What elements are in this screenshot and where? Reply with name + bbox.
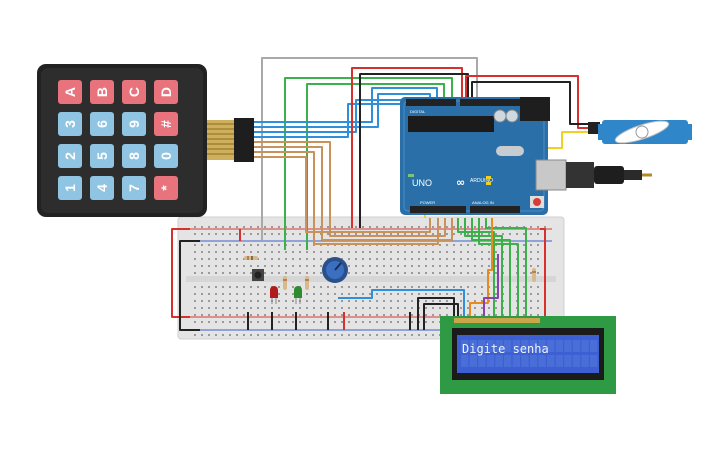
keypad-key[interactable] [90,112,114,136]
keypad-key[interactable] [154,144,178,168]
lcd-pins [454,318,540,323]
keypad: A B C D 3 6 9 #2 5 8 0 1 4 7 * [37,64,254,217]
wire-red-top [351,67,463,228]
keypad-key[interactable] [154,176,178,200]
wire-black-top [359,73,469,228]
keypad-key[interactable] [122,144,146,168]
keypad-key-label: B [94,87,110,97]
arduino-brand: ARDUINO [470,178,493,184]
keypad-key-label: 2 [62,152,78,160]
keypad-key[interactable] [90,80,114,104]
arduino-model: UNO [412,178,432,188]
arduino-header-analog: ANALOG IN [472,200,494,205]
wire-purple-lcd [483,254,499,318]
wire-keypad-1 [254,87,438,123]
keypad-key-label: 6 [94,120,110,128]
arduino-uno: ∞ UNO ARDUINO DIGITAL ANALOG IN POWER [400,97,567,215]
keypad-key-label: 3 [62,120,78,128]
keypad-key[interactable] [154,112,178,136]
wire-keypad-6 [254,146,453,241]
resistor-led-1 [283,276,287,290]
keypad-key[interactable] [122,112,146,136]
wire-gray [261,57,478,240]
keypad-ribbon [207,118,254,162]
keypad-key-label: C [126,87,142,97]
keypad-key[interactable] [122,80,146,104]
arduino-header-power: POWER [420,200,435,205]
keypad-key[interactable] [58,80,82,104]
wire-keypad-2 [254,93,431,128]
resistor-right [532,268,536,282]
pushbutton [252,269,264,281]
keypad-key[interactable] [90,176,114,200]
keypad-key-label: 4 [94,184,110,192]
keypad-key[interactable] [58,176,82,200]
keypad-key[interactable] [154,80,178,104]
wire-black-lcd-1 [417,297,455,330]
wire-black-servo [471,81,597,125]
wire-blue-lcd [338,289,465,318]
keypad-key[interactable] [58,144,82,168]
wire-green-lcd-4 [478,218,519,318]
keypad-key-label: 1 [62,184,78,192]
lcd-line-1: Digite senha [462,342,549,356]
resistor-top [244,256,258,260]
keypad-key-label: 0 [158,152,174,160]
wire-keypad-8 [254,156,431,233]
lcd-display: Digite senha [440,316,616,394]
keypad-key[interactable] [122,176,146,200]
keypad-key-label: 7 [126,184,142,192]
servo-motor [588,120,692,144]
wire-green-lcd-5 [485,218,527,318]
wire-keypad-7 [254,151,439,245]
potentiometer [322,257,348,283]
led-green [294,286,302,304]
lcd-character-cells [461,340,598,367]
wires [171,57,597,331]
usb-cable [566,162,652,188]
keypad-keys: A B C D 3 6 9 #2 5 8 0 1 4 7 * [58,80,178,200]
keypad-key-label: * [158,185,174,191]
wire-orange-lcd [469,218,493,318]
keypad-key-label: # [158,120,174,128]
wire-keypad-4 [254,103,414,138]
led-red [270,286,278,304]
keypad-key[interactable] [90,144,114,168]
breadboard [177,216,565,340]
wire-black-left [179,240,200,331]
resistor-led-2 [305,276,309,290]
wire-red-servo [465,75,597,129]
wire-black-lcd-2 [423,303,459,330]
keypad-key-label: 9 [126,120,142,128]
keypad-key[interactable] [58,112,82,136]
wire-keypad-5 [254,141,446,237]
wire-green-lcd-1 [457,218,495,318]
arduino-infinity-logo: ∞ [456,176,465,189]
arduino-header-digital: DIGITAL [410,109,426,114]
keypad-key-label: A [62,87,78,97]
keypad-key-label: D [158,87,174,97]
wire-green-lcd-2 [464,218,503,318]
wire-green-1 [284,77,453,250]
keypad-key-label: 5 [94,152,110,160]
keypad-key-label: 8 [126,152,142,160]
